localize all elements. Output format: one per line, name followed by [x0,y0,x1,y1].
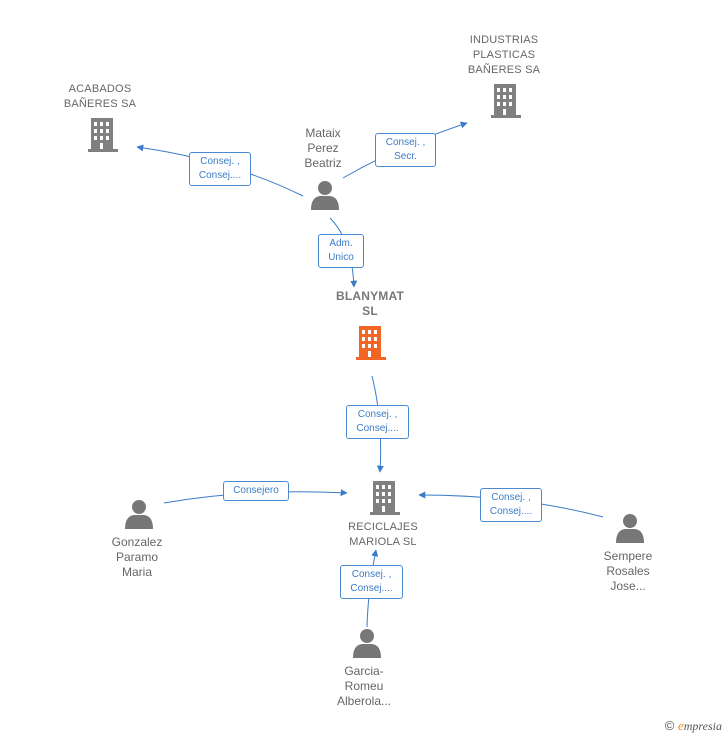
company-label-reciclajes[interactable]: RECICLAJES MARIOLA SL [331,520,435,550]
label-line: Maria [121,565,152,579]
label-line: BAÑERES SA [63,98,137,110]
label-line: Alberola... [336,694,392,708]
edge-label-sempere-reciclajes[interactable]: Consej. , Consej.... [480,488,542,522]
edge-label-line: Consej. , [200,156,240,167]
edge-label-line: Adm. [329,238,353,249]
edge-label-line: Secr. [394,151,417,162]
label-line: RECICLAJES [348,521,418,533]
copyright-icon: © [664,718,675,733]
label-line: Gonzalez [111,535,163,549]
edge-label-line: Consej.... [489,506,533,517]
label-line: Beatriz [304,156,342,170]
label-line: PLASTICAS [472,49,536,61]
copyright-footer: © empresia [665,718,722,734]
edges [136,121,604,628]
edge-label-line: Consejero [233,485,279,496]
label-line: BAÑERES SA [467,64,541,76]
edge-label-line: Consej. , [351,569,392,580]
label-line: ACABADOS [68,83,132,95]
person-icon[interactable] [311,181,339,210]
edge-label-line: Consej.... [350,583,393,594]
person-label-mataix[interactable]: Mataix Perez Beatriz [283,126,363,171]
label-line: BLANYMAT [335,289,405,303]
company-label-blanymat[interactable]: BLANYMAT SL [318,289,422,319]
brand-logo-initial: e [677,718,684,733]
person-label-sempere[interactable]: Sempere Rosales Jose... [588,549,668,594]
edge-label-line: Consej.... [356,423,399,434]
person-icon[interactable] [616,514,644,543]
edge-label-mataix-acabados[interactable]: Consej. , Consej.... [189,152,251,186]
edge-label-mataix-industrias[interactable]: Consej. , Secr. [375,133,436,167]
building-icon[interactable] [370,481,400,515]
label-line: INDUSTRIAS [469,34,539,46]
label-line: Sempere [603,549,653,563]
label-line: Mataix [305,126,341,140]
label-line: Romeu [344,679,384,693]
edge-label-line: Consej. , [357,409,398,420]
building-icon[interactable] [88,118,118,152]
company-label-acabados[interactable]: ACABADOS BAÑERES SA [48,82,152,112]
edge-label-mataix-blanymat[interactable]: Adm. Unico [318,234,364,268]
edge-label-line: Consej. , [385,137,426,148]
label-line: MARIOLA SL [349,536,417,548]
person-icon[interactable] [125,500,153,529]
edge-label-line: Consej.... [198,170,242,181]
company-label-industrias[interactable]: INDUSTRIAS PLASTICAS BAÑERES SA [452,33,556,78]
building-icon[interactable] [491,84,521,118]
label-line: Garcia- [344,664,384,678]
edge-label-gonzalez-reciclajes[interactable]: Consejero [223,481,289,501]
person-label-garcia[interactable]: Garcia- Romeu Alberola... [324,664,404,709]
label-line: Perez [307,141,339,155]
label-line: Rosales [606,564,650,578]
edge-label-garcia-reciclajes[interactable]: Consej. , Consej.... [340,565,403,599]
brand-logo-rest: mpresia [683,719,722,733]
label-line: SL [362,304,378,318]
label-line: Jose... [610,579,646,593]
edge-label-blanymat-reciclajes[interactable]: Consej. , Consej.... [346,405,409,439]
edge-label-line: Consej. , [491,492,531,503]
label-line: Paramo [115,550,159,564]
person-icon[interactable] [353,629,381,658]
person-label-gonzalez[interactable]: Gonzalez Paramo Maria [97,535,177,580]
building-icon-main[interactable] [356,326,386,360]
edge-label-line: Unico [328,252,354,263]
